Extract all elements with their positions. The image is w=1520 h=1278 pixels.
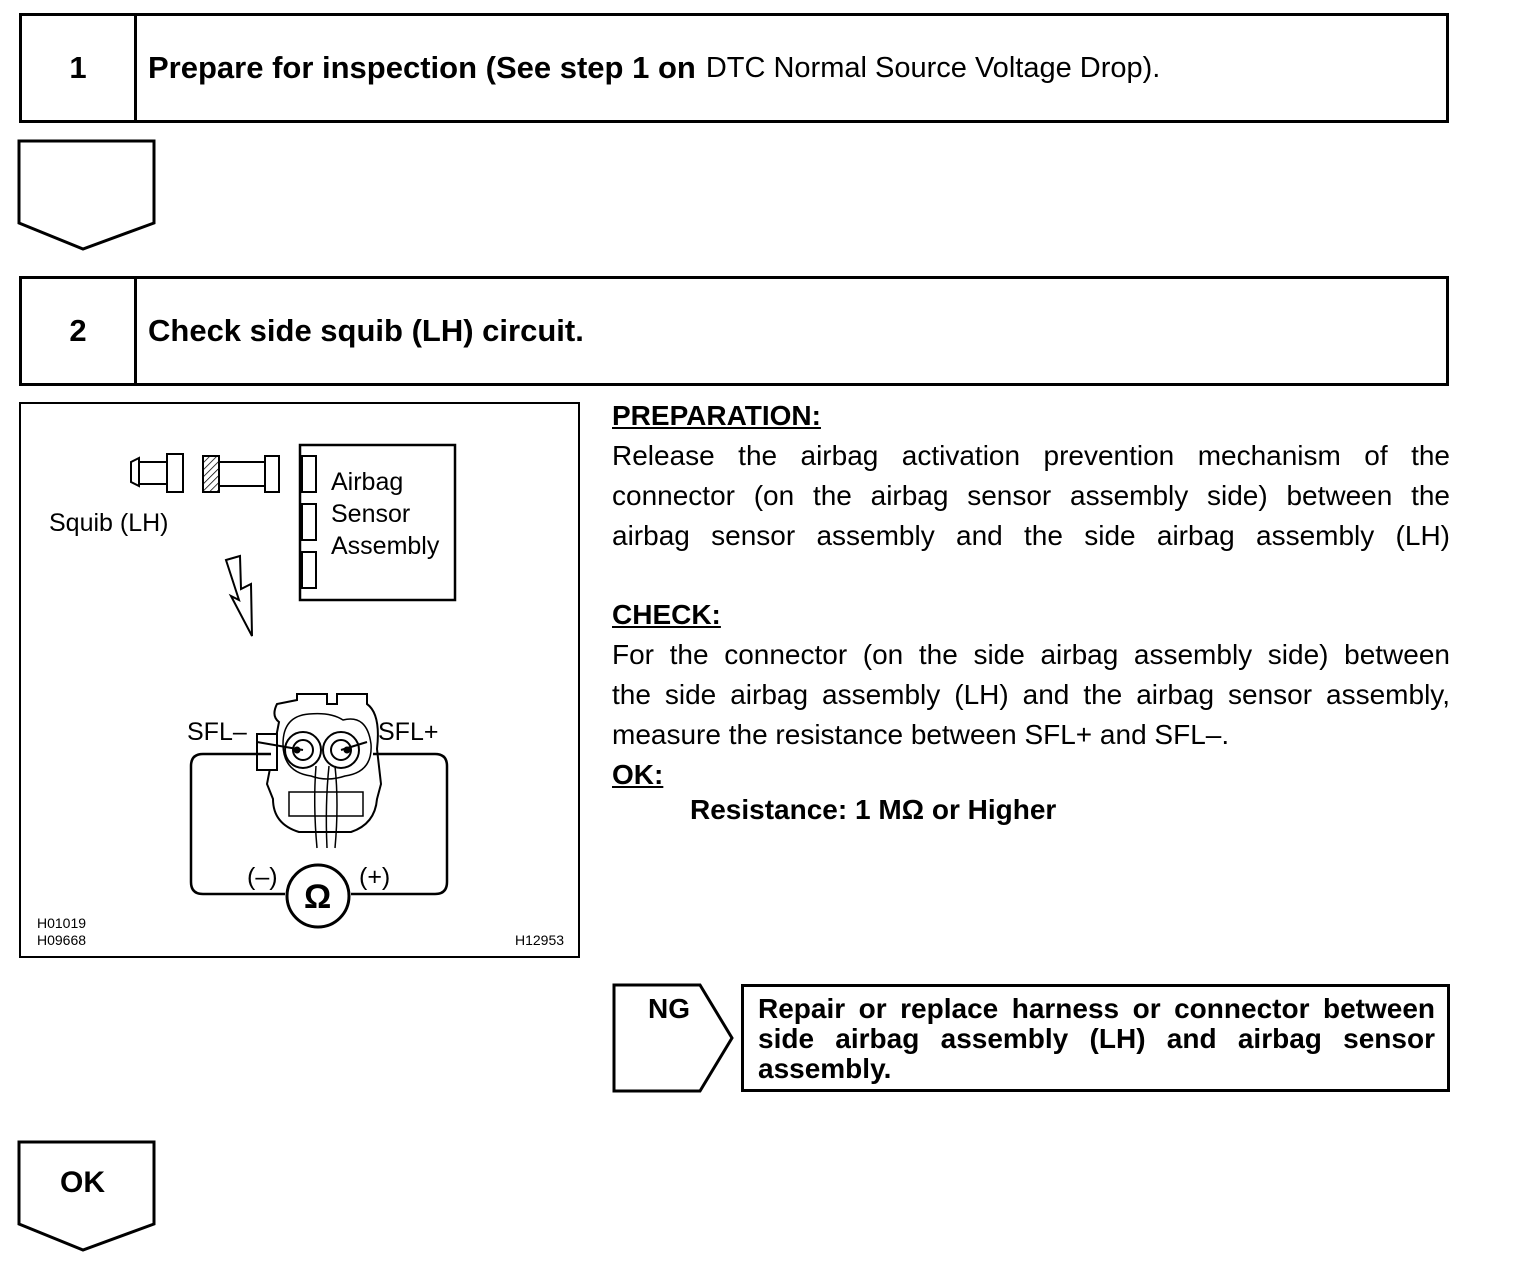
step-1-box: 1 Prepare for inspection (See step 1 on … bbox=[19, 13, 1449, 123]
preparation-line-2: connector (on the airbag sensor assembly… bbox=[612, 480, 1450, 511]
step-1-title: Prepare for inspection (See step 1 on DT… bbox=[148, 16, 1160, 120]
step-2-number: 2 bbox=[22, 279, 137, 383]
inspection-illustration: Squib (LH) Airbag Sensor Assembly SFL– S… bbox=[19, 402, 580, 958]
meter-minus-label: (–) bbox=[247, 863, 278, 891]
step-2-title: Check side squib (LH) circuit. bbox=[148, 313, 584, 348]
step-1-number: 1 bbox=[22, 16, 137, 120]
preparation-heading: PREPARATION: bbox=[612, 400, 821, 431]
sfl-minus-label: SFL– bbox=[187, 718, 247, 746]
ok-heading: OK: bbox=[612, 759, 664, 790]
figure-code-3: H12953 bbox=[515, 932, 565, 948]
check-line-1: For the connector (on the side airbag as… bbox=[612, 639, 1450, 670]
assembly-label: Assembly bbox=[331, 532, 440, 560]
ng-label: NG bbox=[648, 993, 690, 1024]
check-section: CHECK: For the connector (on the side ai… bbox=[612, 595, 1450, 795]
ng-arrow-icon bbox=[612, 983, 734, 1093]
step-1-reference-link[interactable]: DTC Normal Source Voltage Drop bbox=[705, 51, 1143, 84]
ok-arrow-icon bbox=[17, 1140, 156, 1252]
preparation-section: PREPARATION: Release the airbag activati… bbox=[612, 396, 1450, 556]
ng-action-box: Repair or replace harness or connector b… bbox=[741, 984, 1450, 1092]
down-arrow-icon bbox=[17, 139, 156, 251]
ohm-icon: Ω bbox=[304, 878, 332, 916]
ok-spec: Resistance: 1 MΩ or Higher bbox=[690, 794, 1057, 825]
step-1-title-text: Prepare for inspection (See step 1 on bbox=[148, 50, 696, 85]
step-2-box: 2 Check side squib (LH) circuit. bbox=[19, 276, 1449, 386]
squib-label: Squib (LH) bbox=[49, 509, 169, 537]
sensor-label: Sensor bbox=[331, 500, 411, 528]
check-heading: CHECK: bbox=[612, 599, 721, 630]
ok-arrow-label: OK bbox=[60, 1166, 105, 1199]
check-line-3: measure the resistance between SFL+ and … bbox=[612, 719, 1230, 750]
figure-code-1: H01019 bbox=[37, 915, 87, 931]
meter-plus-label: (+) bbox=[359, 863, 391, 891]
figure-code-2: H09668 bbox=[37, 932, 87, 948]
sfl-plus-label: SFL+ bbox=[378, 718, 439, 746]
airbag-label: Airbag bbox=[331, 468, 404, 496]
preparation-line-3: airbag sensor assembly and the side airb… bbox=[612, 520, 1450, 551]
step-1-title-suffix: ). bbox=[1142, 51, 1161, 84]
preparation-line-1: Release the airbag activation prevention… bbox=[612, 440, 1450, 471]
connector-diagram bbox=[130, 443, 457, 929]
check-line-2: the side airbag assembly (LH) and the ai… bbox=[612, 679, 1450, 710]
